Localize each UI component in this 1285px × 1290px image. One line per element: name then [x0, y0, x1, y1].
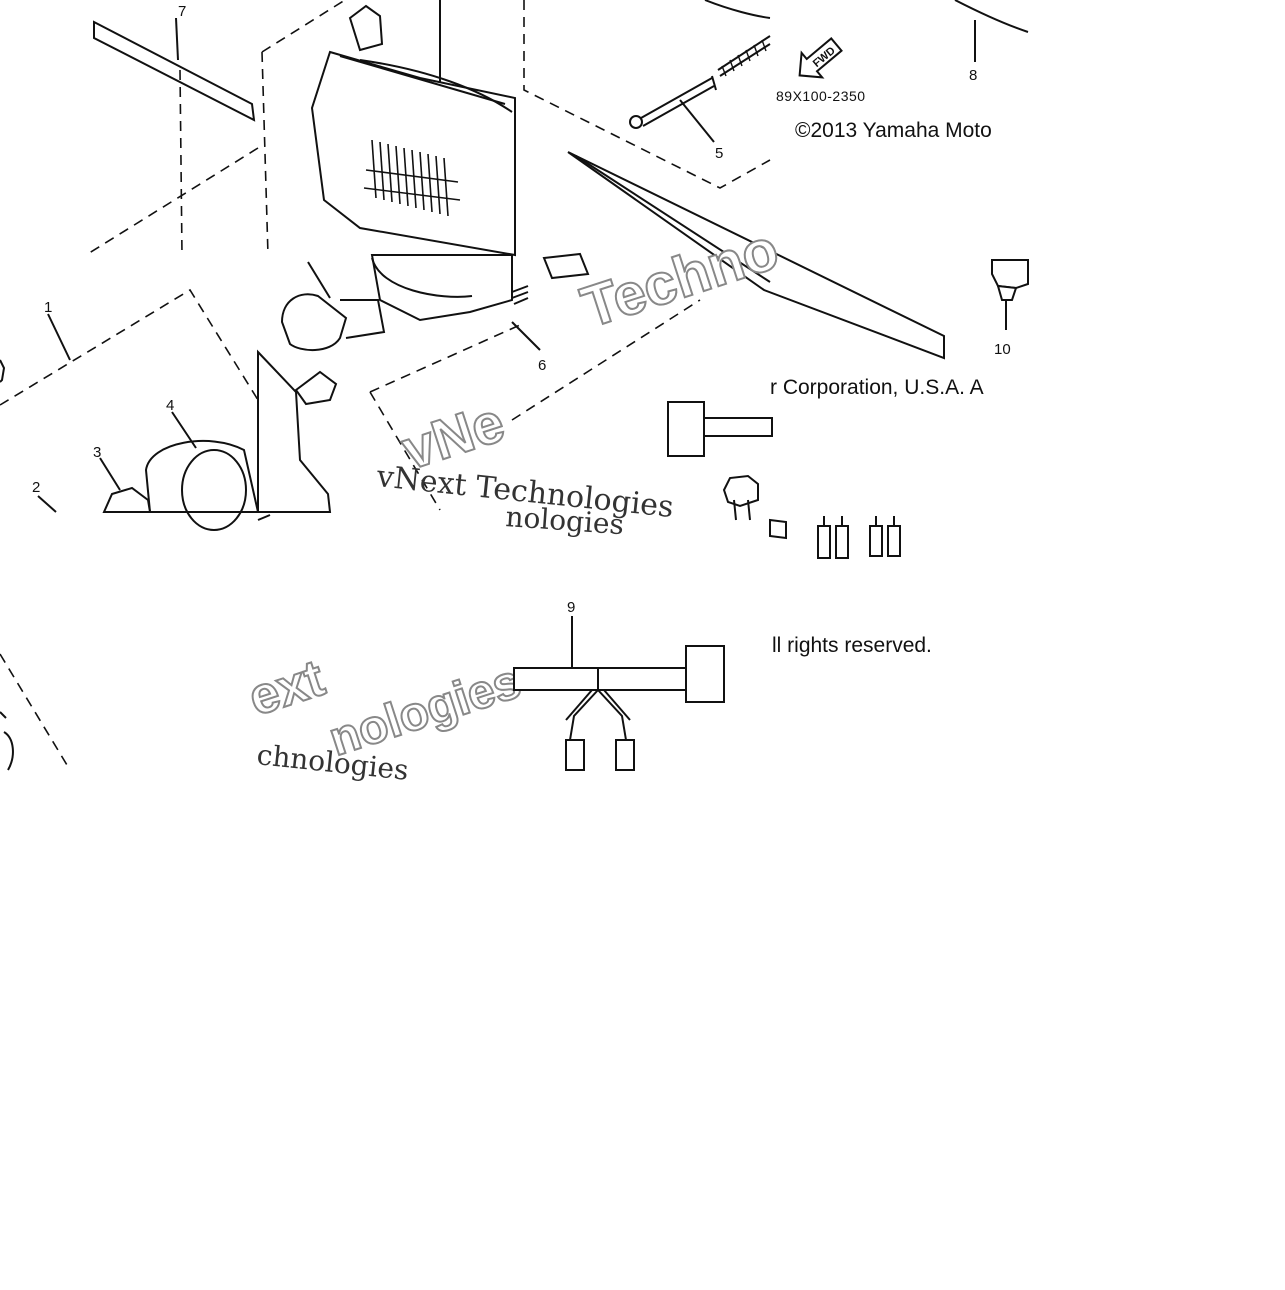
tile-top-left: 7: [85, 0, 516, 257]
callout-6: 6: [538, 357, 546, 374]
harness-clip: [722, 474, 787, 540]
watermark-techno: Techno: [574, 216, 786, 340]
watermark-nologies: nologies: [505, 500, 626, 541]
bulb-socket-assembly: [280, 254, 513, 351]
callout-9: 9: [567, 599, 575, 616]
bezel-ring-4: 4: [144, 397, 260, 531]
screw-5: 5: [629, 35, 771, 162]
tile-bottom-right: 9 ll rights reserved.: [513, 599, 932, 771]
bulb-10: 10: [991, 259, 1029, 358]
wire-harness-9: 9: [513, 599, 725, 771]
callout-3: 3: [93, 444, 101, 461]
tile-bottom-center: ext nologies chnologies: [241, 648, 528, 787]
connector-plug: [667, 401, 773, 457]
tile-bottom-left: [0, 653, 71, 771]
callout-10: 10: [994, 341, 1011, 358]
callout-5: 5: [715, 145, 723, 162]
copyright-line-2: r Corporation, U.S.A. A: [770, 376, 984, 399]
copyright-line-1: ©2013 Yamaha Moto: [795, 119, 992, 142]
callout-8: 8: [969, 67, 977, 84]
trim-strip-8: [567, 151, 945, 360]
callout-1: 1: [44, 299, 52, 316]
reflector-strip-7: [93, 20, 256, 122]
tile-middle-right: r Corporation, U.S.A. A: [667, 376, 984, 559]
copyright-line-3: ll rights reserved.: [772, 634, 932, 657]
callout-2: 2: [32, 479, 40, 496]
socket-3: 3: [93, 444, 152, 513]
watermark-vne: vNe: [394, 390, 511, 482]
headlight-assembly: [310, 0, 516, 257]
spring-6: 6: [511, 285, 546, 374]
fwd-arrow-icon: FWD: [798, 37, 843, 79]
diagram-code: 89X100-2350: [776, 88, 866, 104]
callout-7: 7: [178, 3, 186, 20]
callout-4: 4: [166, 397, 174, 414]
tile-top-right: 8 FWD 89X100-2350 ©2013 Yamaha Moto 10: [776, 0, 1029, 358]
watermark-ext: ext: [242, 649, 331, 727]
tile-center: vNext Technologies vNe nologies: [257, 349, 675, 541]
terminals: [817, 516, 901, 559]
tile-middle-left: 1 4 3 2: [0, 288, 260, 531]
